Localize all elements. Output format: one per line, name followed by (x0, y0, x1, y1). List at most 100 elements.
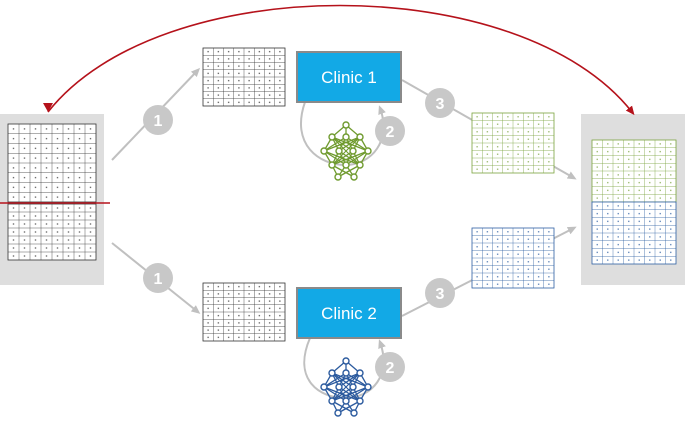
table-cell (548, 138, 550, 140)
network-edge (323, 372, 361, 388)
table-cell (596, 143, 598, 145)
table-cell (67, 247, 70, 249)
table-cell (67, 176, 70, 179)
table-cell (67, 167, 70, 169)
table-cell (649, 205, 651, 207)
table-cell (537, 231, 540, 233)
table-cell (23, 223, 26, 225)
clinic1-cycle-loop (299, 101, 386, 167)
table-cell (227, 300, 230, 302)
table-cell (617, 251, 619, 254)
table-cell (507, 283, 509, 285)
network-edge (331, 136, 361, 166)
network-node (320, 147, 328, 155)
table-cell (258, 336, 261, 339)
step-2-top: 2 (375, 116, 405, 146)
table-cell (537, 116, 540, 118)
table-cell (248, 293, 250, 295)
network-edge (331, 386, 369, 402)
table-cell (548, 253, 550, 255)
table-cell (486, 116, 489, 118)
table-cell (496, 138, 499, 140)
table-cell (45, 128, 48, 130)
table-cell (89, 247, 92, 249)
table-cell (78, 147, 81, 150)
network-node (342, 357, 350, 365)
table-cell (496, 276, 499, 278)
table-cell (527, 131, 530, 133)
table-cell (227, 72, 230, 75)
table-cell (596, 212, 598, 215)
table-cell (628, 205, 630, 207)
table-cell (23, 186, 26, 189)
network-node (350, 409, 358, 417)
table-cell (12, 157, 15, 159)
table-cell (56, 255, 59, 257)
table-cell (227, 101, 230, 104)
table-cell (34, 223, 37, 225)
network-node (356, 397, 364, 405)
clinic1-data-table (202, 47, 286, 107)
table-cell (659, 243, 661, 246)
table-cell (89, 196, 92, 198)
table-cell (268, 314, 271, 317)
table-cell (596, 166, 598, 168)
table-cell (89, 207, 92, 209)
table-cell (56, 137, 59, 140)
table-cell (649, 220, 651, 223)
table-cell (268, 94, 271, 96)
table-cell (45, 223, 48, 225)
table-cell (517, 261, 519, 263)
table-cell (227, 307, 230, 310)
network-edge (331, 372, 361, 402)
table-cell (217, 322, 220, 324)
network-node (328, 133, 336, 141)
table-cell (496, 161, 499, 163)
table-cell (258, 329, 261, 331)
table-cell (476, 138, 478, 140)
step-number: 2 (386, 124, 395, 141)
table-cell (56, 231, 59, 233)
table-cell (486, 246, 489, 248)
table-cell (258, 293, 261, 295)
clinic1-result-table (471, 112, 555, 174)
table-cell (537, 253, 540, 255)
table-cell (670, 197, 672, 199)
table-cell (507, 231, 509, 233)
table-cell (238, 58, 240, 60)
table-cell (617, 158, 619, 161)
table-cell (659, 228, 661, 230)
table-cell (268, 300, 271, 302)
table-cell (649, 251, 651, 254)
table-cell (207, 87, 209, 89)
network-node (328, 369, 336, 377)
table-cell (476, 231, 478, 233)
table-cell (258, 79, 261, 82)
table-cell (628, 236, 630, 238)
table-cell (649, 236, 651, 238)
table-cell (12, 247, 15, 249)
table-cell (507, 116, 509, 118)
table-cell (238, 329, 240, 331)
table-cell (486, 168, 489, 170)
table-cell (217, 65, 220, 67)
table-cell (78, 157, 81, 159)
table-cell (227, 285, 230, 288)
table-cell (548, 261, 550, 263)
table-cell (12, 223, 15, 225)
network-node (342, 397, 350, 405)
table-cell (258, 58, 261, 60)
table-cell (207, 72, 209, 75)
table-cell (12, 215, 15, 217)
table-cell (537, 123, 540, 125)
neural-network-icon (320, 121, 372, 181)
clinic-2-label: Clinic 2 (321, 304, 377, 323)
table-cell (12, 239, 15, 241)
table-cell (248, 101, 250, 104)
table-cell (238, 336, 240, 339)
table-cell (45, 157, 48, 159)
table-cell (238, 314, 240, 317)
table-cell (238, 50, 240, 53)
table-cell (638, 181, 640, 184)
table-cell (638, 158, 640, 161)
